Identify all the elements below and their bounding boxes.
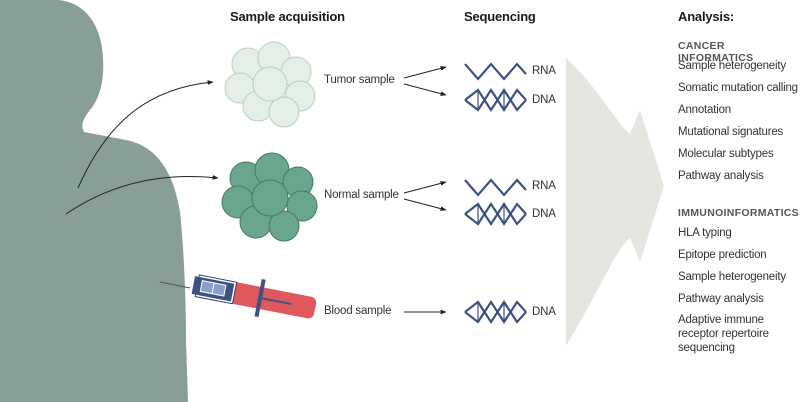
blood-sample-label: Blood sample	[324, 305, 392, 317]
cancer-informatics-title: CANCER INFORMATICS	[678, 40, 754, 64]
rna-label: RNA	[532, 65, 556, 77]
acquisition-header: Sample acquisition	[230, 9, 345, 24]
analysis-item: Somatic mutation calling	[678, 82, 798, 94]
normal-sample-label: Normal sample	[324, 189, 399, 201]
analysis-item: Epitope prediction	[678, 249, 767, 261]
analysis-item: Mutational signatures	[678, 126, 784, 138]
tumor-arrow	[77, 80, 214, 189]
rna-label: RNA	[532, 180, 556, 192]
tumor-sample-label: Tumor sample	[324, 74, 395, 86]
dna-label: DNA	[532, 94, 556, 106]
analysis-item: Sample heterogeneity	[678, 271, 786, 283]
sequencing-header: Sequencing	[464, 9, 536, 24]
tumor-cell-cluster	[224, 41, 316, 128]
analysis-item: Pathway analysis	[678, 170, 764, 182]
analysis-item: Sample heterogeneity	[678, 60, 786, 72]
sequencing-arrows	[403, 66, 447, 315]
dna-label: DNA	[532, 208, 556, 220]
syringe-icon	[159, 274, 317, 319]
dna-helix-icon-3	[464, 299, 527, 325]
analysis-item: Pathway analysis	[678, 293, 764, 305]
dna-helix-icon-2	[464, 201, 527, 227]
normal-cell-cluster	[221, 152, 318, 242]
analysis-item: Annotation	[678, 104, 731, 116]
analysis-funnel-arrow	[566, 58, 664, 346]
analysis-item: HLA typing	[678, 227, 732, 239]
analysis-header: Analysis:	[678, 9, 735, 24]
rna-strand-icon	[464, 62, 527, 81]
immunoinformatics-title: IMMUNOINFORMATICS	[678, 207, 799, 219]
analysis-item: Molecular subtypes	[678, 148, 774, 160]
dna-helix-icon	[464, 87, 527, 113]
human-silhouette	[0, 0, 188, 402]
rna-strand-icon-2	[464, 178, 527, 197]
dna-label: DNA	[532, 306, 556, 318]
normal-arrow	[65, 175, 219, 215]
analysis-item: Adaptive immune receptor repertoire sequ…	[678, 314, 769, 354]
